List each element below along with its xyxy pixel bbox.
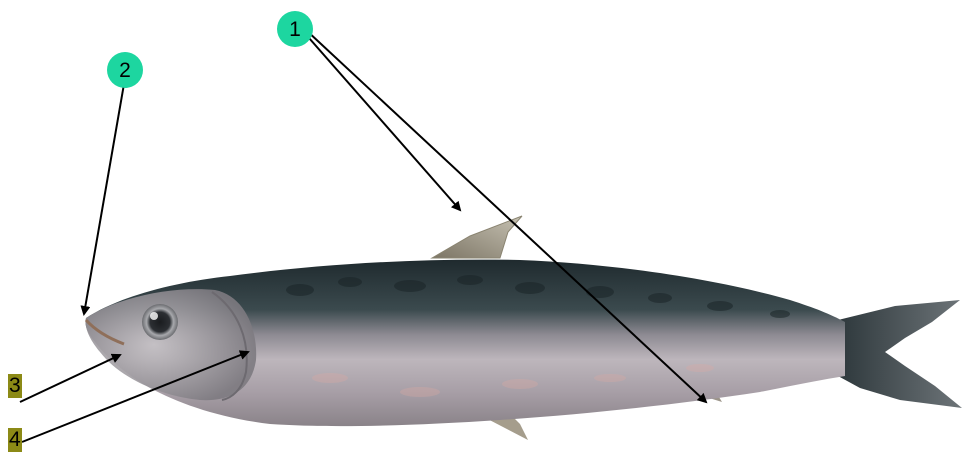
callout-2-number: 2: [119, 59, 131, 82]
arrow-3-to-mouth: [20, 355, 120, 402]
fish-eye: [142, 304, 178, 340]
callout-1-number: 1: [289, 18, 301, 41]
eye-highlight: [150, 312, 158, 320]
dorsal-fin: [432, 216, 522, 258]
callout-3-label: 3: [8, 374, 22, 398]
tail-fin: [838, 300, 962, 408]
arrow-1-to-dorsal-fin: [302, 30, 460, 210]
callout-4-label: 4: [8, 428, 22, 452]
arrow-2-to-snout: [84, 84, 124, 314]
